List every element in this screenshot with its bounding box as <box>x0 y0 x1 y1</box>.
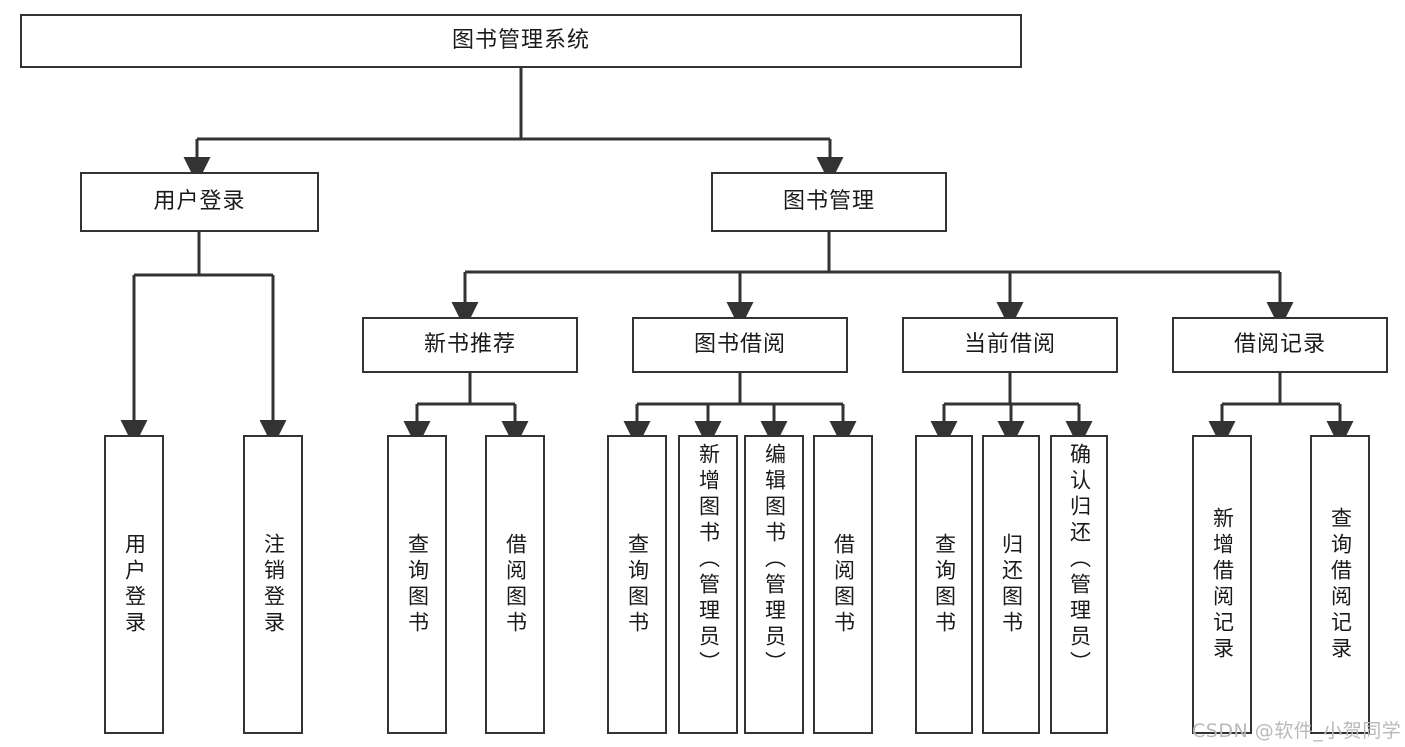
node-leaf-query-record-label: 查询借阅记录 <box>1328 506 1353 663</box>
node-leaf-user-logout-label: 注销登录 <box>261 532 286 637</box>
node-book-borrow-label: 图书借阅 <box>693 332 786 357</box>
node-leaf-query-book-1[interactable]: 查询图书 <box>387 435 447 734</box>
node-leaf-query-book-1-label: 查询图书 <box>405 532 430 637</box>
node-leaf-user-logout[interactable]: 注销登录 <box>243 435 303 734</box>
node-leaf-borrow-book-2[interactable]: 借阅图书 <box>813 435 873 734</box>
node-book-manage[interactable]: 图书管理 <box>711 172 947 232</box>
node-leaf-confirm-return[interactable]: 确认归还（管理员） <box>1050 435 1108 734</box>
node-leaf-add-book[interactable]: 新增图书（管理员） <box>678 435 738 734</box>
node-new-book-recommend[interactable]: 新书推荐 <box>362 317 578 373</box>
node-book-manage-label: 图书管理 <box>782 189 875 214</box>
node-leaf-return-book-label: 归还图书 <box>999 532 1024 637</box>
node-user-login[interactable]: 用户登录 <box>80 172 319 232</box>
node-current-borrow-label: 当前借阅 <box>963 332 1056 357</box>
node-root-label: 图书管理系统 <box>451 28 590 53</box>
node-new-book-recommend-label: 新书推荐 <box>423 332 516 357</box>
node-user-login-label: 用户登录 <box>153 189 246 214</box>
node-root[interactable]: 图书管理系统 <box>20 14 1022 68</box>
node-leaf-borrow-book-1[interactable]: 借阅图书 <box>485 435 545 734</box>
node-leaf-user-login[interactable]: 用户登录 <box>104 435 164 734</box>
node-leaf-return-book[interactable]: 归还图书 <box>982 435 1040 734</box>
node-leaf-query-book-3-label: 查询图书 <box>932 532 957 637</box>
node-leaf-query-book-2-label: 查询图书 <box>625 532 650 637</box>
node-leaf-user-login-label: 用户登录 <box>122 532 147 637</box>
node-leaf-add-record-label: 新增借阅记录 <box>1210 506 1235 663</box>
node-book-borrow[interactable]: 图书借阅 <box>632 317 848 373</box>
node-borrow-record-label: 借阅记录 <box>1233 332 1326 357</box>
node-leaf-add-book-label: 新增图书（管理员） <box>696 443 721 677</box>
node-current-borrow[interactable]: 当前借阅 <box>902 317 1118 373</box>
node-leaf-borrow-book-2-label: 借阅图书 <box>831 532 856 637</box>
node-leaf-edit-book-label: 编辑图书（管理员） <box>762 443 787 677</box>
node-leaf-add-record[interactable]: 新增借阅记录 <box>1192 435 1252 734</box>
node-borrow-record[interactable]: 借阅记录 <box>1172 317 1388 373</box>
node-leaf-confirm-return-label: 确认归还（管理员） <box>1067 443 1092 677</box>
node-leaf-query-book-2[interactable]: 查询图书 <box>607 435 667 734</box>
node-leaf-borrow-book-1-label: 借阅图书 <box>503 532 528 637</box>
node-leaf-query-record[interactable]: 查询借阅记录 <box>1310 435 1370 734</box>
node-leaf-query-book-3[interactable]: 查询图书 <box>915 435 973 734</box>
node-leaf-edit-book[interactable]: 编辑图书（管理员） <box>744 435 804 734</box>
